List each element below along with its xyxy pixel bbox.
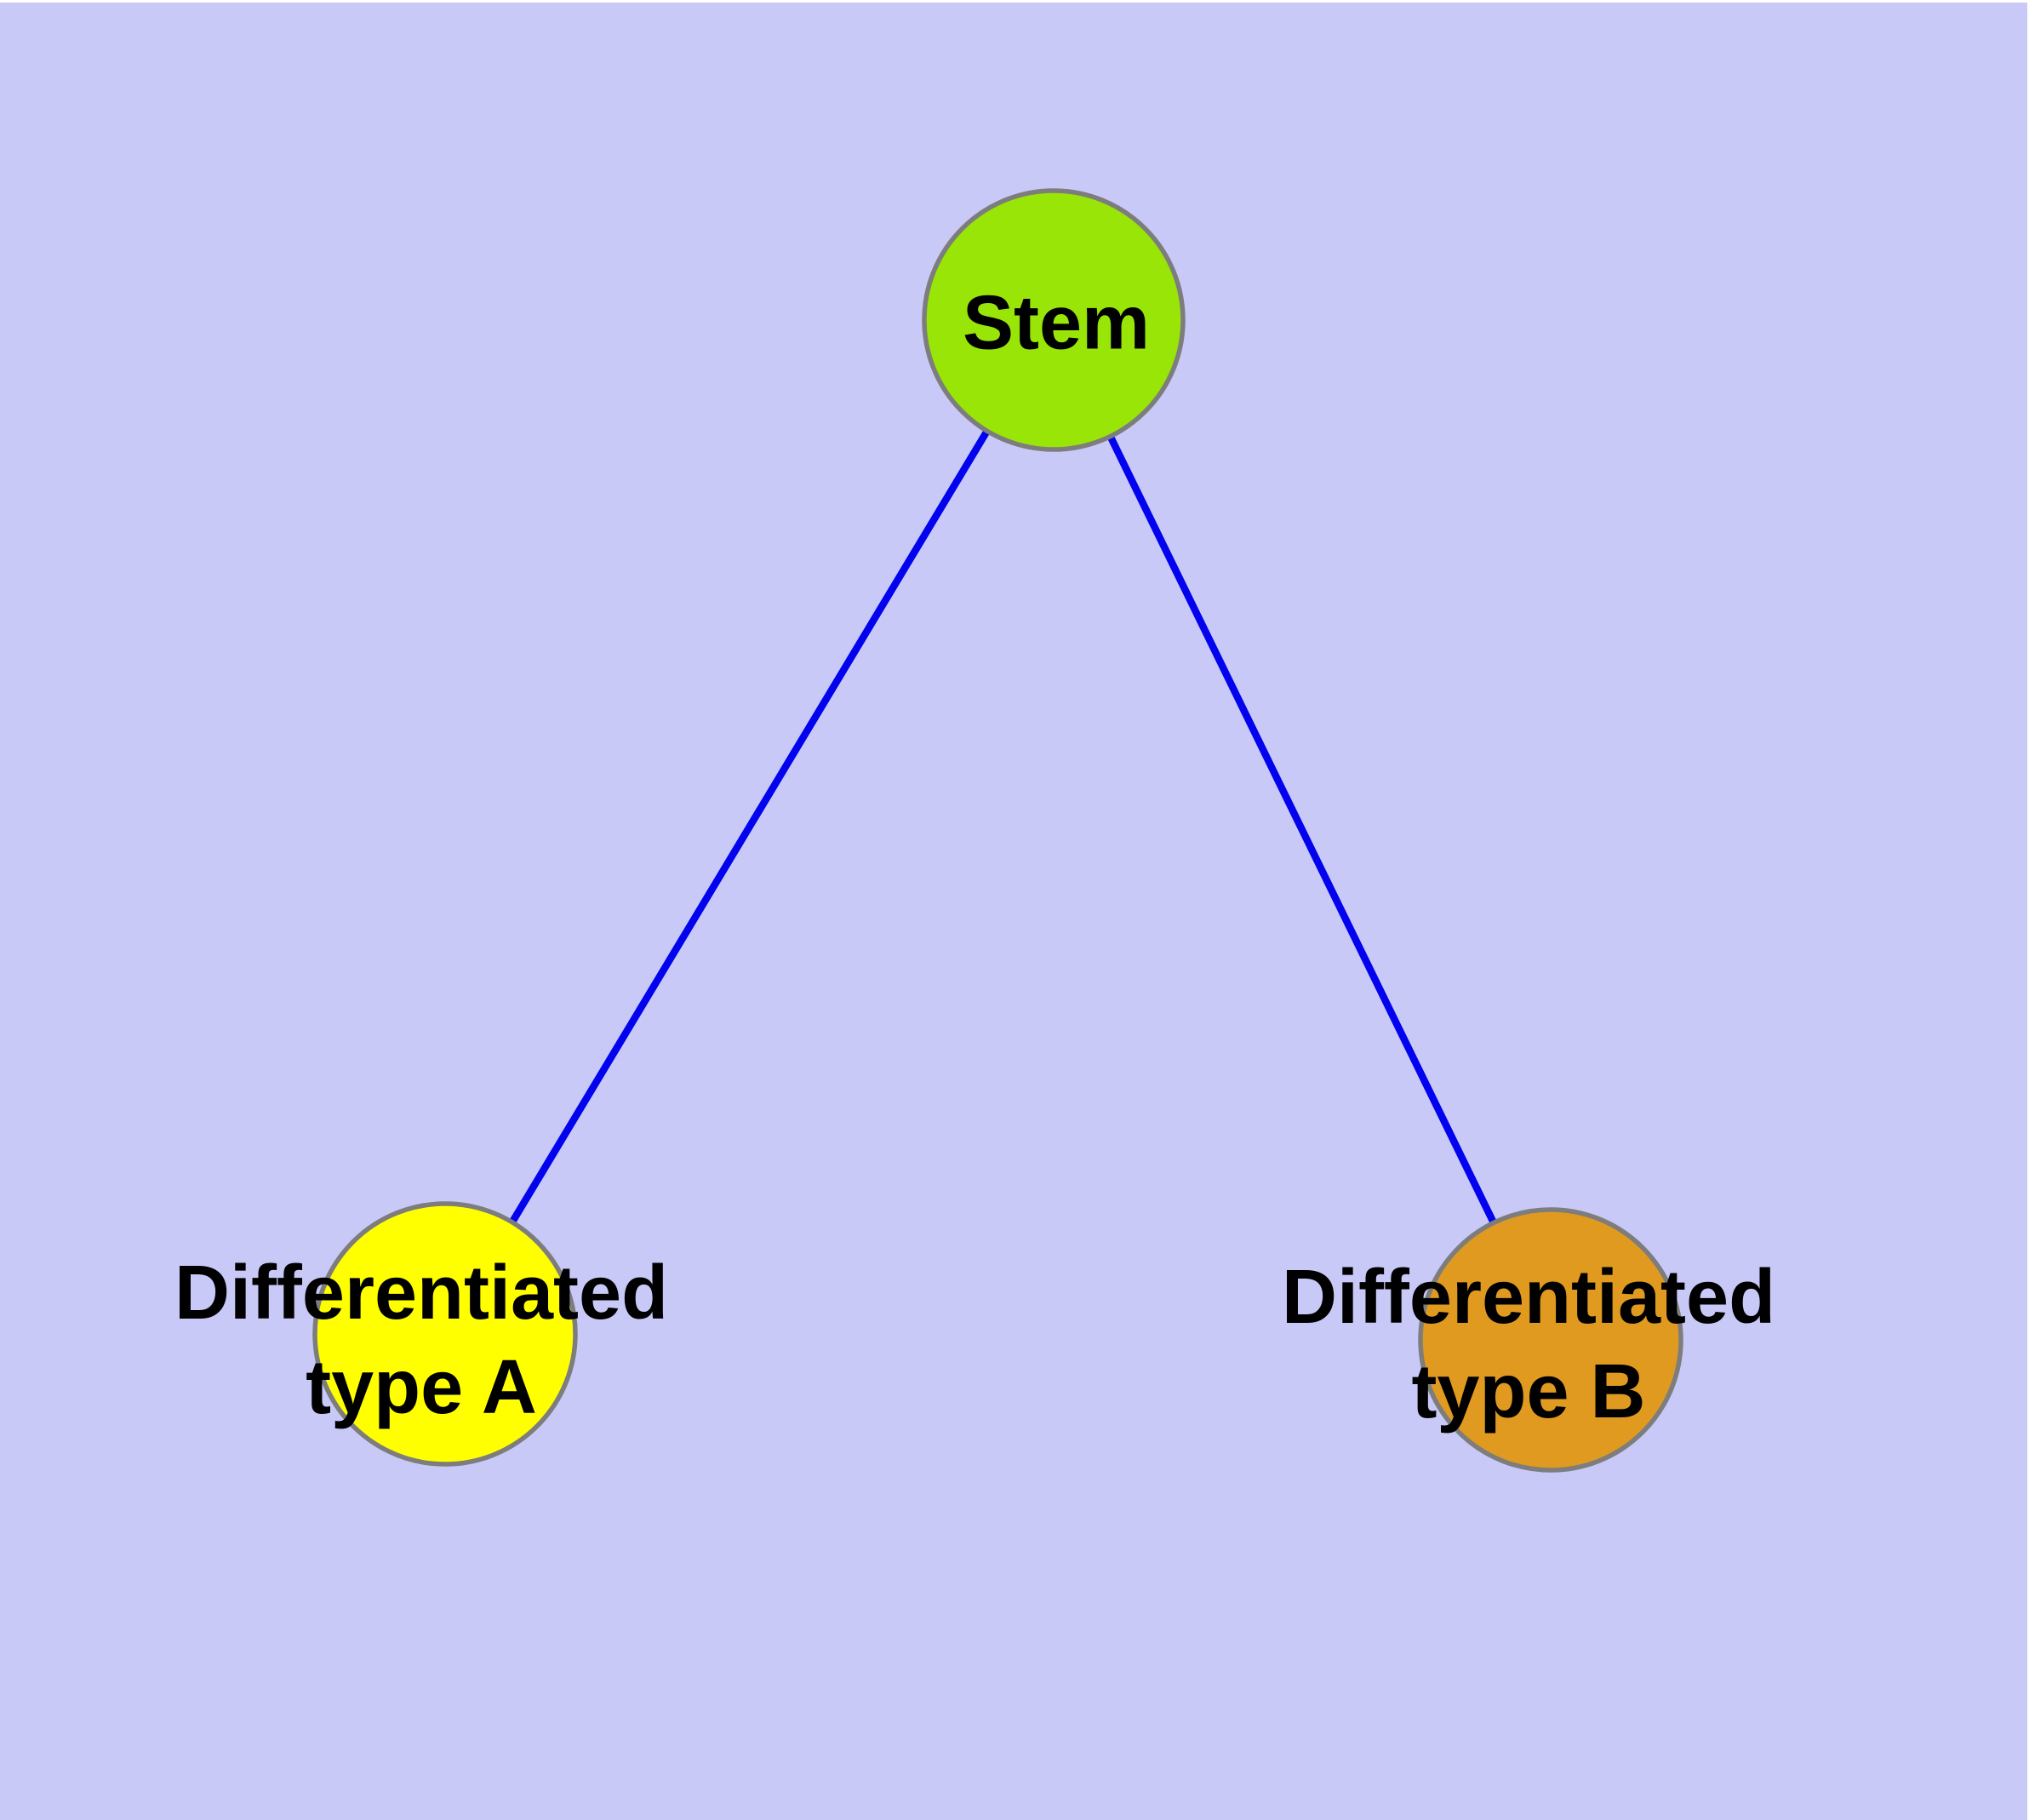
edge-stem-to-differentiated-type-a bbox=[442, 318, 1057, 1336]
node-circle-differentiated-type-a bbox=[312, 1201, 578, 1467]
edge-stem-to-differentiated-type-b bbox=[1050, 318, 1554, 1342]
node-circle-differentiated-type-b bbox=[1418, 1207, 1683, 1473]
node-circle-stem bbox=[922, 188, 1186, 452]
graph-svg bbox=[312, 188, 1683, 1473]
